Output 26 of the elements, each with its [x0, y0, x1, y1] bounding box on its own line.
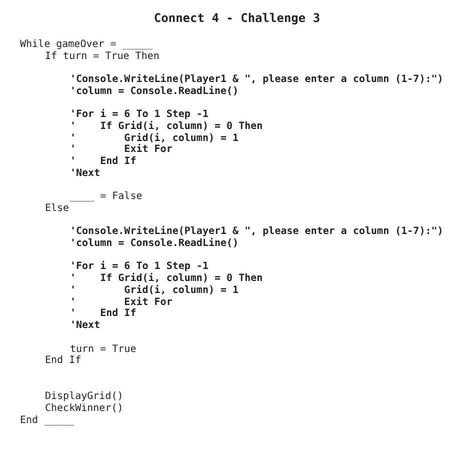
code-line: End If — [45, 355, 82, 367]
code-line: DisplayGrid() — [45, 391, 124, 403]
code-line: 'Console.WriteLine(Player1 & ", please enter a column (1-7):") — [70, 74, 444, 86]
code-line: ' Exit For — [70, 144, 172, 156]
code-line: turn = True — [70, 344, 136, 355]
code-line: 'column = Console.ReadLine() — [70, 238, 239, 250]
code-line: ' Grid(i, column) = 1 — [70, 133, 239, 144]
code-line: ____ = False — [70, 191, 142, 203]
code-line: 'Next — [70, 168, 100, 180]
code-line: 'column = Console.ReadLine() — [70, 86, 239, 98]
code-line: 'Console.WriteLine(Player1 & ", please enter a column (1-7):") — [70, 226, 444, 238]
code-line: 'Next — [70, 320, 100, 332]
code-line: ' Grid(i, column) = 1 — [70, 285, 239, 296]
code-line: ' End If — [70, 308, 136, 320]
code-line: End _____ — [20, 415, 74, 427]
code-line: 'For i = 6 To 1 Step -1 — [70, 109, 208, 120]
code-line: Else — [45, 203, 70, 215]
code-line: While gameOver = _____ — [20, 39, 152, 51]
title: Connect 4 - Challenge 3 — [152, 11, 322, 25]
code-line: ' End If — [70, 156, 136, 168]
code-line: ' If Grid(i, column) = 0 Then — [70, 273, 263, 284]
code-line: ' Exit For — [70, 297, 172, 308]
code-line: CheckWinner() — [45, 403, 124, 415]
code-line: 'For i = 6 To 1 Step -1 — [70, 261, 208, 272]
code-line: If turn = True Then — [45, 51, 160, 63]
code-line: ' If Grid(i, column) = 0 Then — [70, 121, 263, 132]
